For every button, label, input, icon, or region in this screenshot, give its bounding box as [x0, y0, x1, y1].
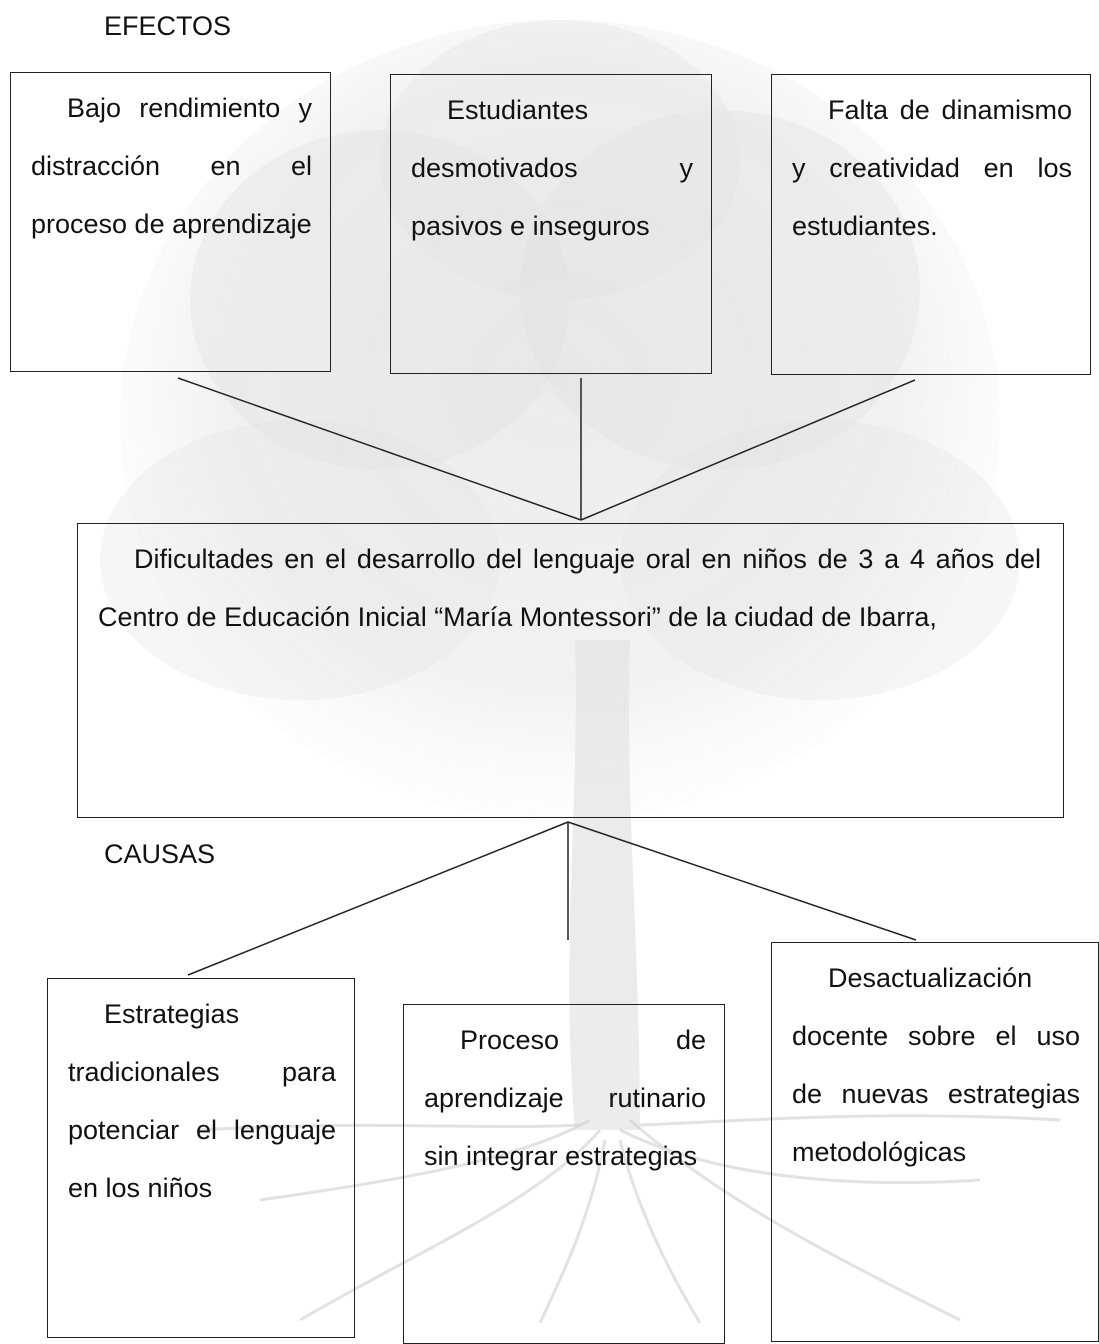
effects-heading: EFECTOS: [104, 11, 232, 41]
cause-box-3: Desactualización docente sobre el uso de…: [771, 942, 1099, 1342]
problem-text: Dificultades en el desarrollo del lengua…: [98, 544, 1041, 632]
cause-box-2: Proceso de aprendizaje rutinario sin int…: [403, 1004, 725, 1344]
cause-box-1: Estrategias tradicionales para potenciar…: [47, 978, 355, 1338]
effect-box-1: Bajo rendimiento y distracción en el pro…: [10, 72, 331, 372]
cause-text-3: Desactualización docente sobre el uso de…: [792, 963, 1080, 1167]
effect-box-2: Estudiantes desmotivados y pasivos e ins…: [390, 74, 712, 374]
cause-text-1: Estrategias tradicionales para potenciar…: [68, 999, 336, 1203]
effect-text-2: Estudiantes desmotivados y pasivos e ins…: [411, 95, 693, 241]
effect-text-3: Falta de dinamismo y creatividad en los …: [792, 95, 1072, 241]
effect-text-1: Bajo rendimiento y distracción en el pro…: [31, 93, 312, 239]
cause-text-2: Proceso de aprendizaje rutinario sin int…: [424, 1025, 706, 1171]
problem-box: Dificultades en el desarrollo del lengua…: [77, 523, 1064, 818]
effect-box-3: Falta de dinamismo y creatividad en los …: [771, 74, 1091, 375]
causes-heading: CAUSAS: [104, 839, 216, 869]
